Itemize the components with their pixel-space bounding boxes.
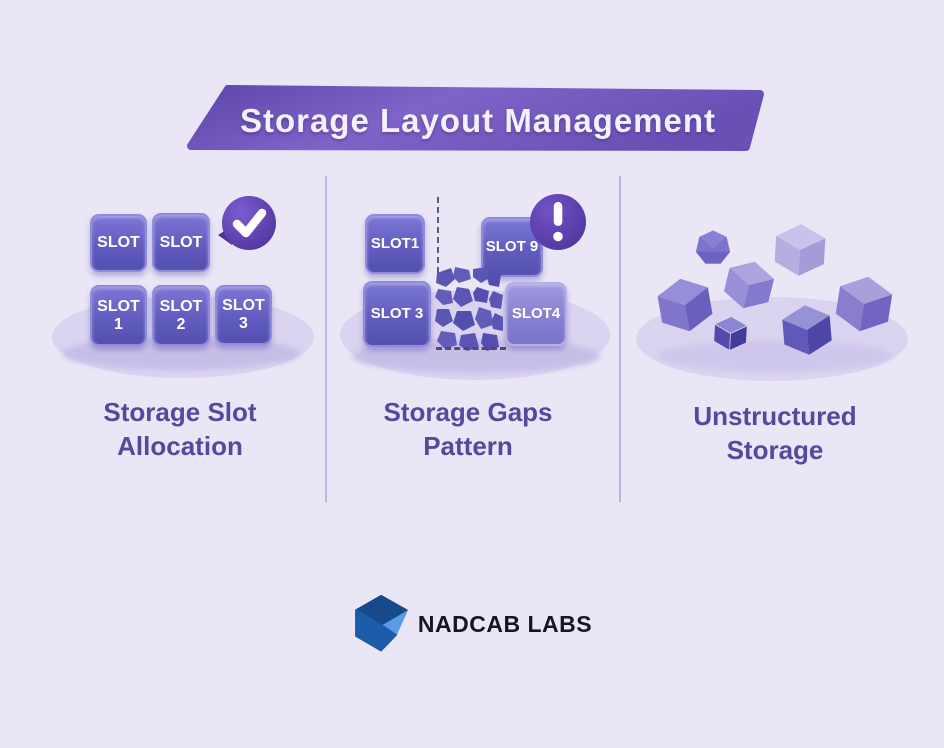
section-label: Unstructured Storage bbox=[693, 401, 857, 466]
slot-box: SLOT bbox=[152, 213, 210, 272]
slot-label: SLOT 3 bbox=[370, 304, 424, 322]
cube-icon bbox=[713, 316, 748, 351]
check-icon bbox=[218, 196, 276, 250]
slot-number: 2 bbox=[176, 315, 186, 333]
slot-box: SLOT1 bbox=[365, 214, 425, 274]
gap-boundary-dashed-line bbox=[437, 197, 439, 273]
polyhedron-icon bbox=[695, 230, 731, 264]
platform-shadow bbox=[658, 340, 892, 372]
cube-icon bbox=[657, 278, 713, 332]
slot-number: 3 bbox=[239, 315, 248, 332]
slot-label: SLOT1 bbox=[370, 234, 420, 252]
brand-logo: NADCAB LABS bbox=[0, 594, 944, 654]
cube-icon bbox=[723, 261, 775, 309]
slot-label: SLOT bbox=[222, 297, 265, 315]
exclamation-icon bbox=[530, 194, 586, 250]
title-banner bbox=[187, 85, 764, 151]
brand-name: NADCAB LABS bbox=[417, 610, 593, 637]
nadcab-logo-icon bbox=[354, 594, 408, 652]
slot-box: SLOT4 bbox=[505, 282, 567, 346]
page-title: Storage Layout Management bbox=[239, 102, 717, 139]
section-divider bbox=[325, 176, 327, 502]
cube-icon bbox=[774, 224, 826, 276]
slot-box: SLOT 2 bbox=[152, 285, 210, 346]
slot-label: SLOT bbox=[159, 297, 203, 315]
slot-box: SLOT bbox=[90, 214, 147, 272]
slot-box: SLOT 3 bbox=[363, 281, 431, 347]
slot-number: 1 bbox=[114, 315, 123, 333]
section-divider bbox=[619, 176, 621, 502]
slot-box: SLOT 1 bbox=[90, 285, 147, 346]
slot-label: SLOT 9 bbox=[485, 237, 539, 255]
slot-label: SLOT4 bbox=[511, 304, 561, 322]
section-label: Storage Slot Allocation bbox=[103, 397, 257, 462]
slot-box: SLOT 3 bbox=[215, 285, 272, 345]
fragmented-gaps-illustration bbox=[435, 267, 503, 351]
slot-label: SLOT bbox=[97, 234, 140, 252]
slot-label: SLOT bbox=[159, 233, 203, 251]
slot-label: SLOT bbox=[97, 297, 140, 315]
cube-icon bbox=[835, 276, 893, 332]
section-label: Storage Gaps Pattern bbox=[383, 397, 553, 462]
cube-icon bbox=[782, 305, 832, 355]
gap-bottom-dashed-line bbox=[436, 347, 506, 350]
